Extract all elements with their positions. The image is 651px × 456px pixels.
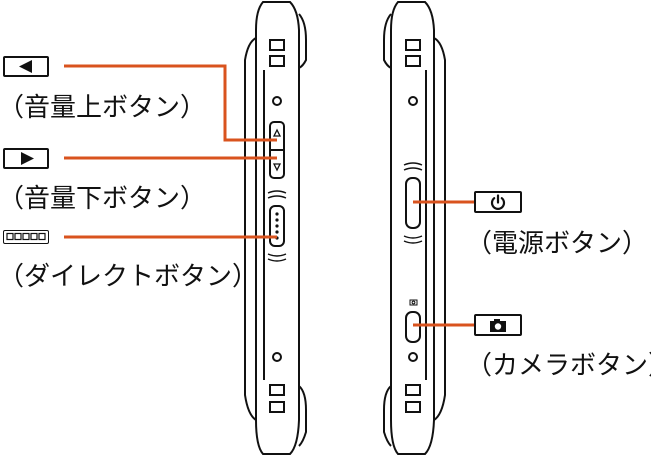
right-device bbox=[383, 0, 446, 455]
power-icon bbox=[490, 194, 506, 210]
camera-icon bbox=[490, 319, 506, 332]
left-device bbox=[244, 1, 307, 455]
camera-key-symbol bbox=[474, 314, 522, 336]
direct-key-symbol bbox=[3, 230, 49, 244]
power-label: （電源ボタン） bbox=[466, 229, 649, 259]
triangle-left-icon bbox=[19, 60, 32, 73]
volume-up-key-symbol bbox=[3, 56, 49, 77]
power-key-symbol bbox=[474, 191, 522, 213]
camera-label: （カメラボタン） bbox=[466, 351, 651, 381]
triangle-right-icon bbox=[21, 152, 34, 165]
five-dots-icon bbox=[6, 232, 46, 241]
volume-down-key-symbol bbox=[3, 148, 49, 169]
direct-label: （ダイレクトボタン） bbox=[0, 262, 259, 292]
volume-down-label: （音量下ボタン） bbox=[0, 184, 207, 214]
camera-mark-icon bbox=[409, 299, 418, 306]
volume-up-label: （音量上ボタン） bbox=[0, 93, 207, 123]
